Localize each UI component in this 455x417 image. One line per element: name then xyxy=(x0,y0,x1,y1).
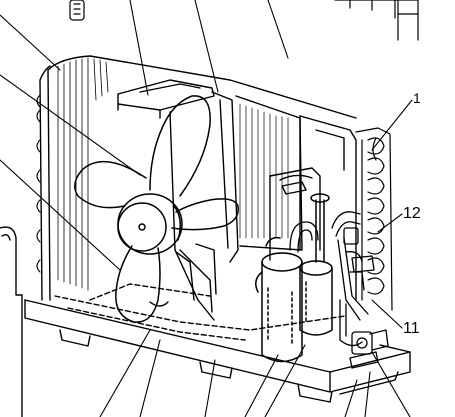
thermometer-icon xyxy=(69,0,85,21)
remote-panel-fragment xyxy=(0,226,23,417)
base-pan xyxy=(24,283,411,403)
callout-label-1: 1 xyxy=(413,90,421,106)
valves xyxy=(343,227,389,369)
fan-blade xyxy=(74,95,239,323)
fan-motor-mount xyxy=(149,243,217,307)
callout-label-11: 11 xyxy=(403,320,420,337)
accumulator xyxy=(299,193,333,336)
callout-label-12: 12 xyxy=(403,205,421,222)
motor-bracket xyxy=(117,79,239,321)
partition-panel xyxy=(235,95,303,251)
right-housing xyxy=(269,115,357,301)
condenser-coil xyxy=(36,55,357,301)
fan-hub xyxy=(117,193,183,255)
leader-lines xyxy=(0,0,413,417)
pipework xyxy=(289,211,369,347)
right-coil-bends xyxy=(355,127,393,311)
grid-fragment xyxy=(334,0,419,41)
compressor xyxy=(255,236,303,363)
